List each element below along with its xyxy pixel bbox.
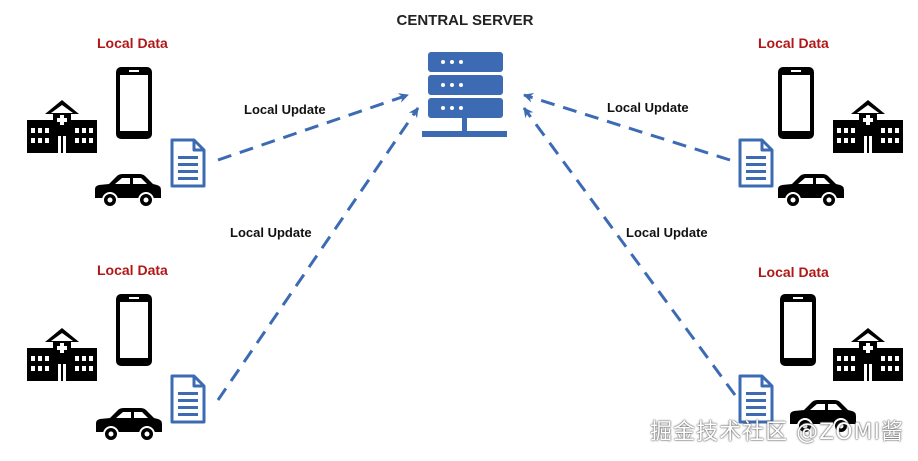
- phone-icon: [778, 67, 814, 139]
- document-icon: [738, 138, 774, 188]
- edge-label: Local Update: [626, 225, 708, 240]
- edge-bottom-right: [522, 107, 737, 396]
- phone-icon: [116, 67, 152, 139]
- car-icon: [777, 173, 845, 208]
- client-node-top-left: Local Data: [27, 35, 206, 208]
- client-node-top-right: Local Data: [738, 35, 903, 208]
- hospital-icon: [833, 100, 903, 153]
- edge-top-left: [217, 93, 409, 162]
- edge-label: Local Update: [244, 102, 326, 117]
- car-icon: [95, 407, 163, 442]
- client-node-bottom-left: Local Data: [27, 262, 206, 442]
- document-icon: [170, 374, 206, 424]
- phone-icon: [780, 294, 816, 366]
- phone-icon: [116, 294, 152, 366]
- hospital-icon: [27, 328, 97, 381]
- watermark: 掘金技术社区 @ZOMI酱: [650, 420, 904, 445]
- client-label: Local Data: [758, 264, 829, 280]
- client-label: Local Data: [758, 35, 829, 51]
- client-label: Local Data: [97, 262, 168, 278]
- client-label: Local Data: [97, 35, 168, 51]
- server-icon: [422, 52, 507, 137]
- client-node-bottom-right: Local Data: [738, 264, 903, 434]
- edge-top-right: [523, 92, 731, 162]
- hospital-icon: [833, 328, 903, 381]
- edge-bottom-left: [216, 107, 420, 401]
- hospital-icon: [27, 100, 97, 153]
- document-icon: [170, 138, 206, 188]
- car-icon: [94, 173, 162, 208]
- edge-label: Local Update: [607, 100, 689, 115]
- diagram-title: CENTRAL SERVER: [397, 12, 534, 29]
- edge-label: Local Update: [230, 225, 312, 240]
